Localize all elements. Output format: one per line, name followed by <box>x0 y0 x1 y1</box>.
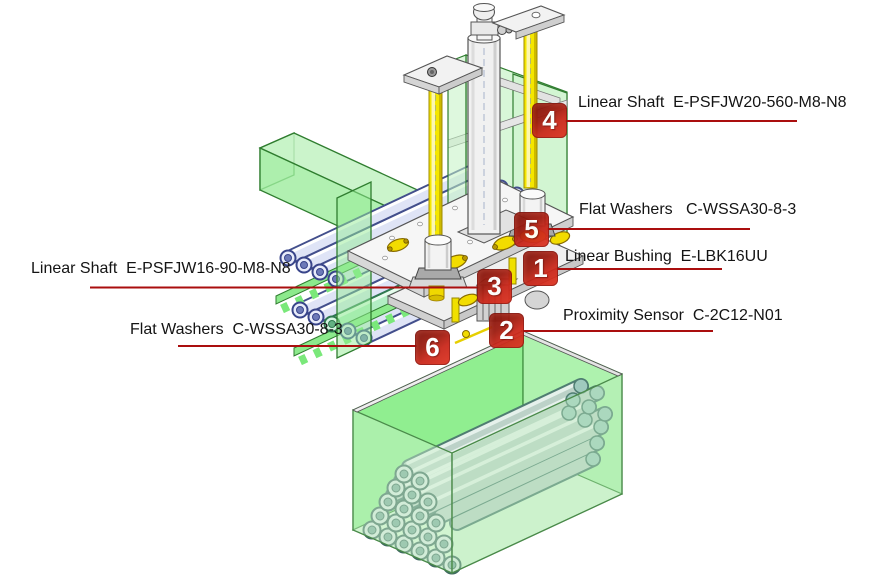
callout-label-6: Flat Washers C-WSSA30-8-3 <box>130 321 343 338</box>
linear-shaft-left <box>428 87 443 245</box>
callout-badge-3: 3 <box>477 269 512 304</box>
callout-badge-4: 4 <box>532 103 567 138</box>
top-bracket <box>402 5 566 95</box>
tube-stack <box>385 378 613 531</box>
callout-badge-2: 2 <box>489 313 524 348</box>
callout-label-4: Linear Shaft E-PSFJW20-560-M8-N8 <box>578 94 847 111</box>
callout-badge-6: 6 <box>415 330 450 365</box>
bushing-left-top <box>424 234 452 246</box>
callout-badge-1: 1 <box>523 251 558 286</box>
linear-bushing-left <box>408 239 468 302</box>
callout-label-3: Linear Shaft E-PSFJW16-90-M8-N8 <box>31 260 291 277</box>
callout-badge-5: 5 <box>514 212 549 247</box>
collection-box <box>351 330 624 575</box>
callout-label-2: Proximity Sensor C-2C12-N01 <box>563 307 783 324</box>
callout-label-5: Flat Washers C-WSSA30-8-3 <box>579 201 797 218</box>
callout-label-1: Linear Bushing E-LBK16UU <box>565 248 768 265</box>
leader-lines <box>90 120 797 347</box>
chute-front-wall <box>336 180 372 360</box>
bushing-right-top <box>519 188 546 200</box>
